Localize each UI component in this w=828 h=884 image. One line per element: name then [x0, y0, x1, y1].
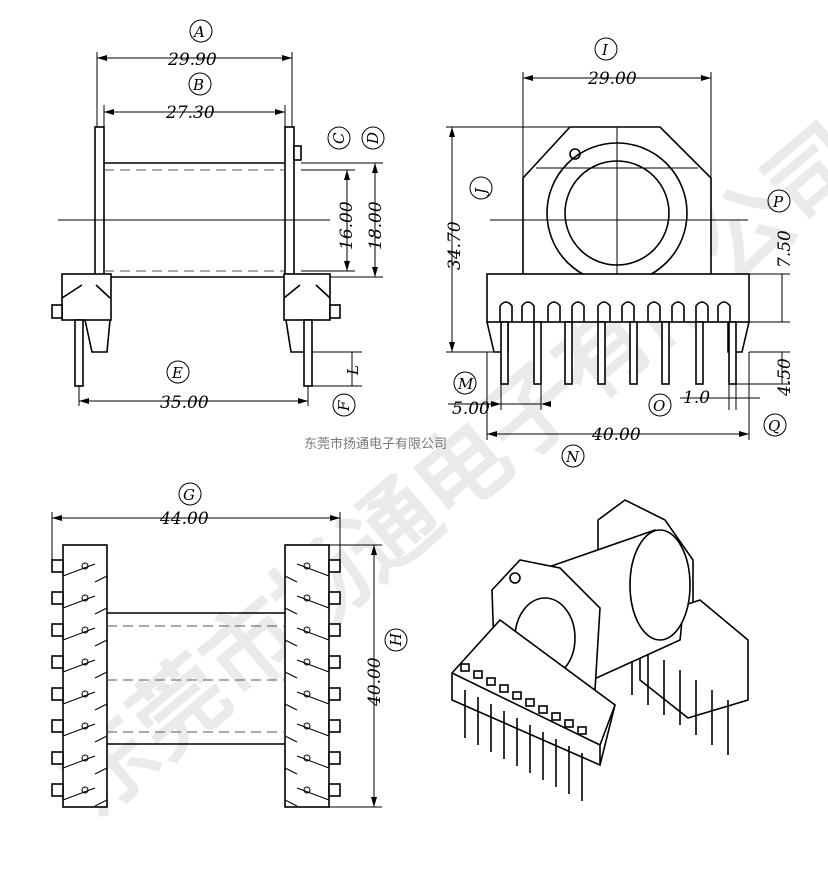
- label-L: L: [344, 365, 362, 376]
- pin-tab: [328, 751, 341, 765]
- label-D: D: [364, 132, 382, 145]
- pin-tab: [51, 559, 64, 573]
- pin-hole: [81, 786, 89, 794]
- pin-post: [564, 719, 574, 728]
- pin-tab: [328, 591, 341, 605]
- pin-hole: [303, 786, 311, 794]
- dim-D-value: 18.00: [366, 201, 386, 250]
- label-I: I: [601, 41, 609, 59]
- label-H: H: [387, 632, 405, 647]
- pin-post: [499, 684, 509, 693]
- pin-hole: [303, 754, 311, 762]
- label-C: C: [330, 132, 348, 144]
- pin-tab: [51, 687, 64, 701]
- pin-post: [525, 698, 535, 707]
- company-caption: 东莞市扬通电子有限公司: [304, 436, 447, 452]
- label-M: M: [457, 375, 474, 393]
- pin-tab: [51, 783, 64, 797]
- pin-post: [538, 705, 548, 714]
- dim-M-value: 5.00: [452, 399, 490, 419]
- label-G: G: [183, 486, 195, 504]
- pin-tab: [328, 687, 341, 701]
- dim-J-value: 34.70: [445, 221, 465, 270]
- label-F: F: [335, 400, 353, 412]
- pin-hole: [303, 594, 311, 602]
- pin-tab: [328, 655, 341, 669]
- label-P: P: [772, 193, 784, 211]
- pin-post: [460, 663, 470, 672]
- label-A: A: [192, 23, 205, 41]
- pin-tab: [51, 623, 64, 637]
- dim-A-value: 29.90: [167, 50, 217, 70]
- pin-hole: [81, 562, 89, 570]
- label-B: B: [192, 76, 204, 94]
- pin-post: [551, 712, 561, 721]
- pin-post: [577, 726, 587, 735]
- pin-hole: [81, 626, 89, 634]
- pin-tab: [328, 719, 341, 733]
- label-J: J: [472, 187, 490, 197]
- pin-post: [486, 677, 496, 686]
- dim-C-value: 16.00: [337, 201, 357, 250]
- pin-tab: [328, 559, 341, 573]
- pin-hole: [303, 626, 311, 634]
- pin-hole: [303, 562, 311, 570]
- pin-hole: [81, 722, 89, 730]
- isometric-view: [451, 499, 749, 801]
- pin-post: [473, 670, 483, 679]
- dim-O-value: 1.0: [683, 388, 710, 408]
- label-E: E: [171, 364, 183, 382]
- pin-hole: [303, 658, 311, 666]
- side-view: 29.00 I 34.70 J 7.50 P 4.50 Q 5.00 M: [445, 37, 795, 468]
- dim-E-value: 35.00: [160, 393, 209, 413]
- dim-H-value: 40.00: [365, 657, 385, 707]
- pin-hole: [81, 594, 89, 602]
- dim-B-value: 27.30: [165, 103, 215, 123]
- front-view: 29.90 A 27.30 B 16.00 18.00 C D L: [51, 19, 386, 417]
- top-view: 44.00 G 40.00 H: [51, 482, 408, 808]
- pin-tab: [51, 591, 64, 605]
- pin-tab: [51, 751, 64, 765]
- pin-tab: [51, 655, 64, 669]
- dim-Q-value: 4.50: [775, 358, 795, 397]
- pin-hole: [81, 754, 89, 762]
- dim-N-value: 40.00: [591, 425, 641, 445]
- dim-P-value: 7.50: [775, 230, 795, 268]
- pin-tab: [328, 623, 341, 637]
- label-O: O: [653, 397, 665, 415]
- label-Q: Q: [768, 417, 780, 435]
- pin-post: [512, 691, 522, 700]
- pin-tab: [51, 719, 64, 733]
- dim-G-value: 44.00: [159, 509, 209, 529]
- dim-I-value: 29.00: [587, 69, 637, 89]
- label-N: N: [565, 448, 580, 466]
- pin-hole: [81, 658, 89, 666]
- pin-hole: [303, 722, 311, 730]
- pin-hole: [303, 690, 311, 698]
- pin-hole: [81, 690, 89, 698]
- pin-tab: [328, 783, 341, 797]
